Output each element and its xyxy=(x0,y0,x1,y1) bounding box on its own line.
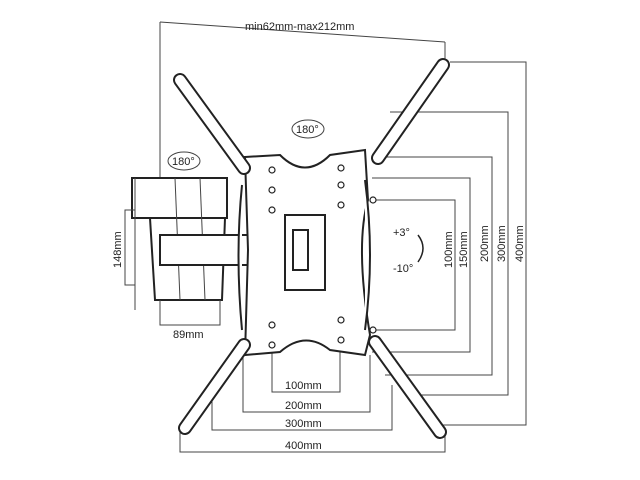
horizontal-200mm: 200mm xyxy=(285,400,322,412)
bracket-arm-top-right xyxy=(371,58,450,165)
arm-height-label: 148mm xyxy=(112,231,124,268)
extension-dimension: min62mm-max212mm xyxy=(159,21,446,180)
bracket-arm-top-left xyxy=(173,73,251,175)
arm-width-label: 89mm xyxy=(173,329,204,341)
horizontal-400mm: 400mm xyxy=(285,440,322,452)
bracket-arm-bottom-left xyxy=(178,338,251,435)
vertical-dimension-lines xyxy=(372,61,527,426)
tilt-up-label: +3° xyxy=(393,227,410,239)
tilt-arrow-icon xyxy=(417,234,424,263)
wall-arm xyxy=(124,177,251,326)
horizontal-100mm: 100mm xyxy=(285,380,322,392)
swivel-top-icon xyxy=(291,119,325,139)
extension-label: min62mm-max212mm xyxy=(245,21,354,33)
tilt-down-label: -10° xyxy=(393,263,413,275)
swivel-left-icon xyxy=(167,151,201,171)
vertical-150mm: 150mm xyxy=(458,231,470,268)
vertical-100mm: 100mm xyxy=(443,231,455,268)
bracket-arm-bottom-right xyxy=(368,335,447,439)
horizontal-300mm: 300mm xyxy=(285,418,322,430)
swivel-left-label: 180° xyxy=(172,156,195,168)
swivel-top-label: 180° xyxy=(296,124,319,136)
mounting-plate xyxy=(237,148,377,357)
vertical-200mm: 200mm xyxy=(479,225,491,262)
horizontal-dimension-lines xyxy=(179,345,446,453)
vertical-400mm: 400mm xyxy=(514,225,526,262)
vertical-300mm: 300mm xyxy=(496,225,508,262)
